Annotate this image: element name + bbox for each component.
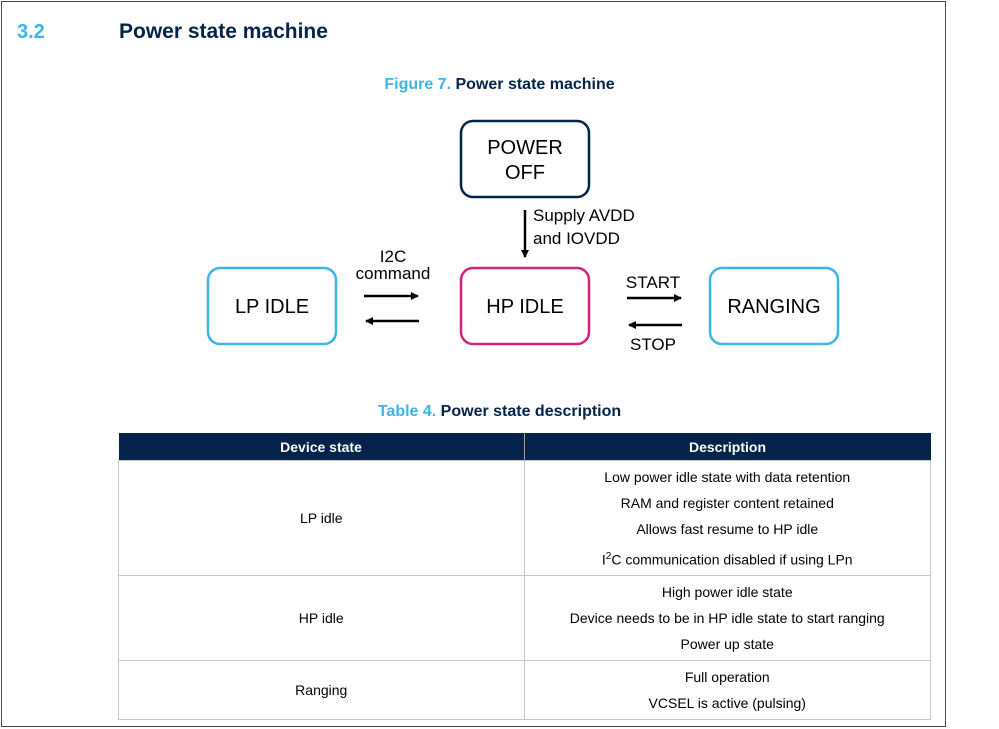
- cell-state: LP idle: [118, 460, 525, 576]
- state-power-off-line2: OFF: [505, 162, 545, 184]
- state-hp-idle-label: HP IDLE: [486, 296, 563, 318]
- header-description: Description: [523, 433, 931, 461]
- state-ranging: RANGING: [708, 266, 840, 346]
- power-state-table: Device state Description LP idle Low pow…: [118, 433, 931, 720]
- description-line: Power up state: [680, 636, 774, 652]
- table-row: Ranging Full operation VCSEL is active (…: [118, 660, 931, 720]
- state-ranging-box: [708, 266, 840, 346]
- state-lp-idle-label: LP IDLE: [235, 296, 309, 318]
- figure-caption: Figure 7. Power state machine: [0, 76, 999, 94]
- cell-state: HP idle: [118, 575, 525, 661]
- transition-i2c-line2: command: [356, 264, 431, 283]
- figure-title: Power state machine: [455, 76, 615, 93]
- state-hp-idle: HP IDLE: [459, 266, 591, 346]
- cell-description: High power idle state Device needs to be…: [523, 575, 931, 661]
- state-lp-idle-box: [206, 266, 338, 346]
- state-hp-idle-box: [459, 266, 591, 346]
- description-line: Low power idle state with data retention: [604, 469, 851, 485]
- description-line: RAM and register content retained: [620, 495, 834, 511]
- table-title: Power state description: [440, 403, 622, 420]
- table-header-row: Device state Description: [118, 433, 931, 461]
- section-number: 3.2: [17, 21, 45, 43]
- state-power-off: POWER OFF: [459, 119, 591, 199]
- transition-i2c-line1: I2C: [380, 247, 406, 266]
- i2c-rest: C communication disabled if using LPn: [611, 551, 853, 568]
- cell-description: Full operation VCSEL is active (pulsing): [523, 660, 931, 720]
- header-device-state: Device state: [118, 433, 524, 461]
- description-line: Device needs to be in HP idle state to s…: [569, 610, 885, 626]
- transition-stop: STOP: [630, 335, 676, 354]
- table-caption: Table 4. Power state description: [0, 403, 999, 421]
- transition-supply-line2: and IOVDD: [533, 229, 620, 248]
- table-row: LP idle Low power idle state with data r…: [118, 460, 931, 576]
- i2c-superscript: 2: [605, 551, 612, 562]
- description-line-i2c: I2C communication disabled if using LPn: [529, 542, 927, 572]
- state-power-off-line1: POWER: [487, 137, 563, 159]
- cell-state: Ranging: [118, 660, 525, 720]
- description-line: Allows fast resume to HP idle: [636, 521, 819, 537]
- transition-start: START: [626, 273, 680, 292]
- state-ranging-label: RANGING: [727, 296, 820, 318]
- description-line: VCSEL is active (pulsing): [648, 695, 806, 711]
- table-row: HP idle High power idle state Device nee…: [118, 575, 931, 661]
- table-label: Table 4.: [377, 403, 437, 420]
- section-title: Power state machine: [119, 20, 328, 43]
- cell-description: Low power idle state with data retention…: [523, 460, 931, 576]
- state-lp-idle: LP IDLE: [206, 266, 338, 346]
- i2c-prefix: I: [601, 551, 606, 568]
- state-power-off-box: [459, 119, 591, 199]
- description-line: High power idle state: [661, 584, 793, 600]
- figure-label: Figure 7.: [384, 76, 452, 93]
- transition-supply-line1: Supply AVDD: [533, 206, 635, 225]
- description-line: Full operation: [684, 669, 770, 685]
